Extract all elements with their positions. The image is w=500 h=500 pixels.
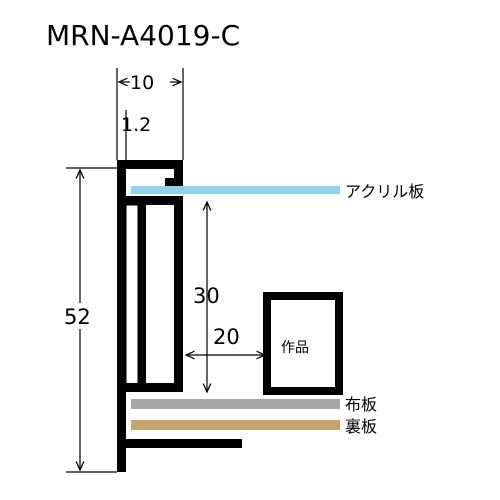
frame-moulding (117, 160, 242, 472)
cloth-board (131, 399, 340, 409)
back-board (131, 420, 340, 430)
gap-dimension: 20 (186, 325, 265, 355)
product-code-title: MRN-A4019-C (46, 19, 240, 52)
cloth-board-label: 布板 (345, 395, 377, 414)
height-value: 52 (64, 305, 91, 329)
depth-value: 30 (193, 284, 220, 308)
gap-value: 20 (213, 325, 240, 349)
width-value: 10 (130, 72, 154, 94)
width-dimension: 10 (116, 68, 184, 160)
back-board-label: 裏板 (345, 417, 377, 436)
thickness-dimension: 1.2 (121, 110, 151, 160)
artwork-label: 作品 (281, 340, 309, 356)
acrylic-panel (131, 186, 340, 194)
acrylic-label: アクリル板 (345, 182, 424, 201)
height-dimension: 52 (64, 167, 117, 473)
artwork-box: 作品 (263, 292, 343, 395)
depth-dimension: 30 (193, 202, 220, 392)
thickness-value: 1.2 (121, 114, 151, 136)
